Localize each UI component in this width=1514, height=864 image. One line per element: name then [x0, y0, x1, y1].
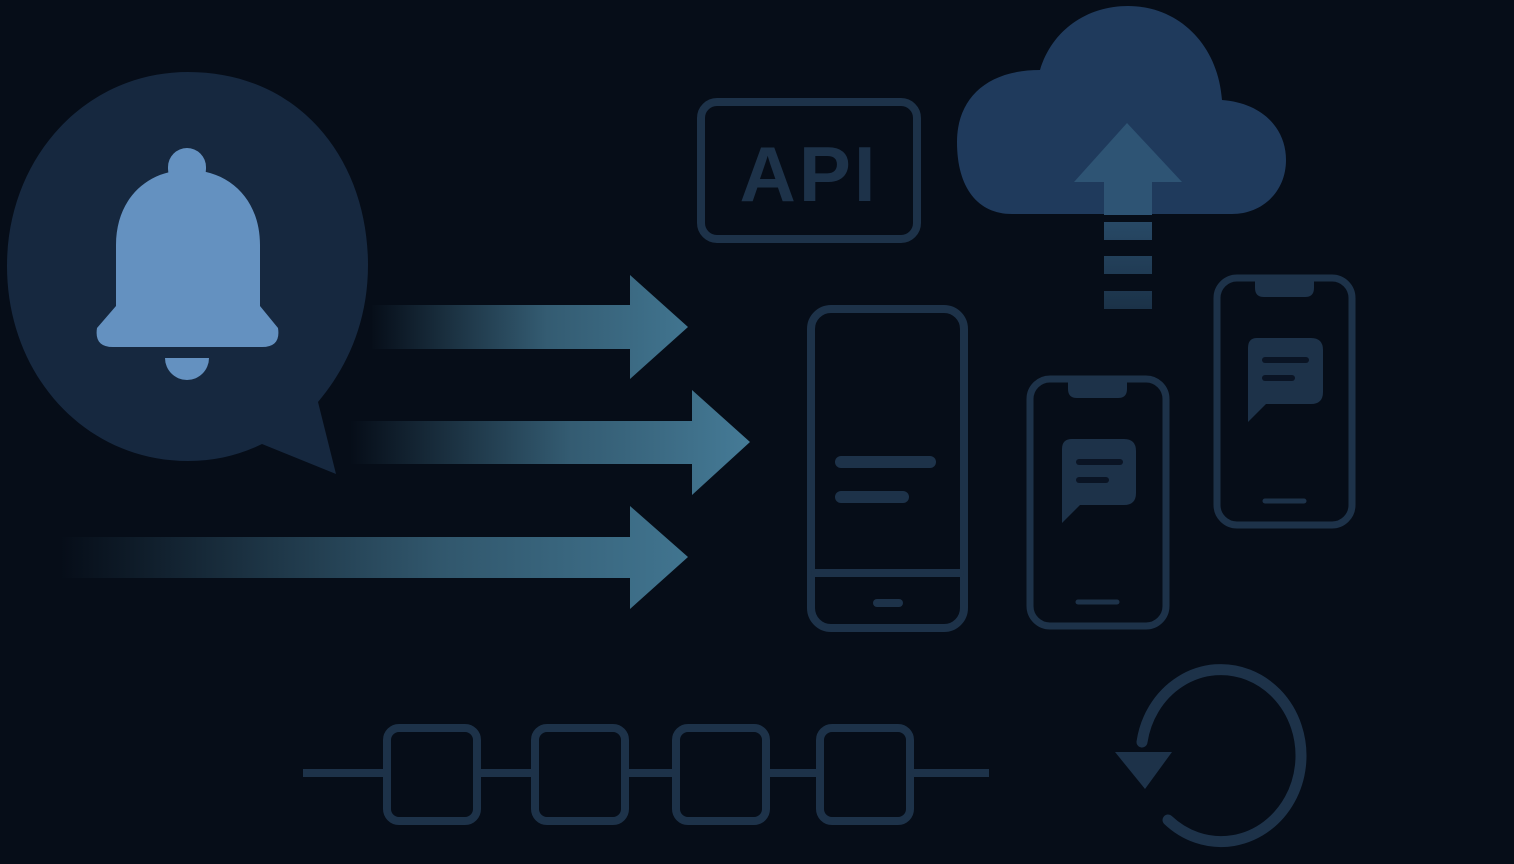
api-badge-label: API — [739, 130, 878, 218]
retry-icon — [1115, 664, 1307, 848]
message-queue-icon — [303, 724, 989, 825]
smartphone-icon — [807, 305, 968, 632]
cloud-upload-icon — [957, 6, 1286, 309]
chat-bubble-icon — [1248, 338, 1323, 422]
bell-icon — [96, 148, 279, 380]
chat-bubble-icon — [1062, 439, 1136, 523]
arrow-right-icon — [60, 506, 688, 609]
flow-arrows — [60, 275, 750, 609]
smartphone-icon — [1026, 375, 1170, 630]
smartphone-icon — [1213, 274, 1356, 529]
notification-bubble — [7, 72, 368, 474]
api-badge: API — [697, 98, 921, 243]
arrow-right-icon — [372, 275, 688, 379]
arrow-right-icon — [350, 390, 750, 495]
